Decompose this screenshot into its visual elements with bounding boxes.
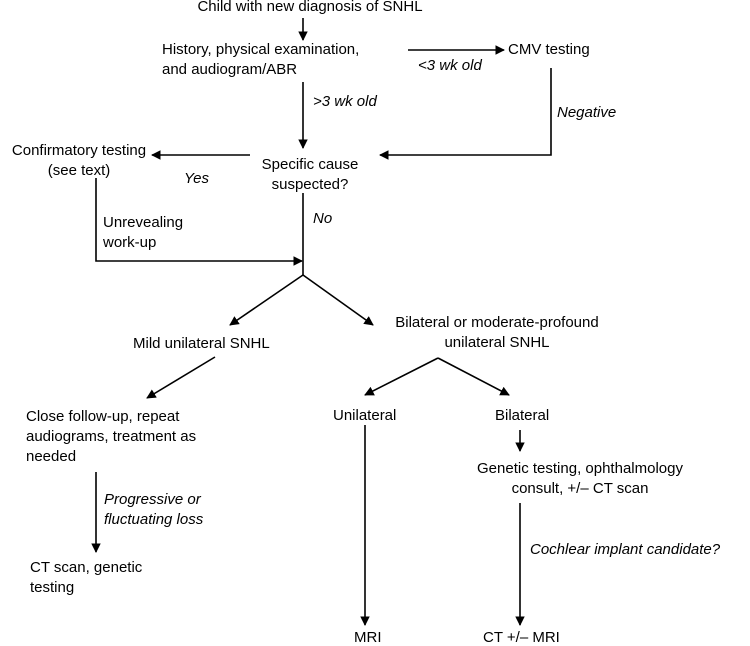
- node-mild-unilateral: Mild unilateral SNHL: [133, 335, 270, 352]
- node-confirmatory-testing: Confirmatory testing (see text): [11, 142, 147, 179]
- arrow-bilateral-mod-to-unilateral: [364, 357, 439, 396]
- arrow-junction-to-mild: [229, 274, 304, 326]
- node-unrevealing-workup: Unrevealing work-up: [103, 214, 184, 251]
- node-genetic-testing: Genetic testing, ophthalmology consult, …: [477, 460, 683, 497]
- arrow-junction-to-bilateral-mod: [302, 274, 374, 326]
- arrow-mild-to-close-followup: [146, 356, 216, 399]
- label-negative: Negative: [557, 104, 617, 121]
- node-ct-scan-genetic: CT scan, genetic testing: [30, 559, 143, 596]
- node-bilateral: Bilateral: [495, 407, 550, 424]
- node-mri: MRI: [354, 629, 382, 646]
- node-specific-cause: Specific cause suspected?: [261, 156, 359, 193]
- node-unilateral: Unilateral: [333, 407, 397, 424]
- label-yes: Yes: [184, 170, 210, 187]
- node-ct-mri: CT +/– MRI: [483, 629, 560, 646]
- arrow-bilateral-mod-to-bilateral: [437, 357, 510, 396]
- node-close-followup: Close follow-up, repeat audiograms, trea…: [26, 408, 197, 465]
- label-cochlear-implant: Cochlear implant candidate?: [530, 541, 721, 558]
- label-no: No: [313, 210, 333, 227]
- label-lt-3-wk-old: <3 wk old: [418, 57, 482, 74]
- label-progressive-loss: Progressive or fluctuating loss: [104, 491, 204, 528]
- label-gt-3-wk-old: >3 wk old: [313, 93, 377, 110]
- node-history: History, physical examination, and audio…: [162, 41, 360, 78]
- arrow-unrevealing-to-junction: [95, 178, 303, 266]
- arrow-cmv-to-specific-cause: [379, 68, 552, 160]
- node-cmv-testing: CMV testing: [508, 41, 590, 58]
- node-start: Child with new diagnosis of SNHL: [197, 0, 423, 15]
- node-bilateral-moderate: Bilateral or moderate-profound unilatera…: [395, 314, 599, 351]
